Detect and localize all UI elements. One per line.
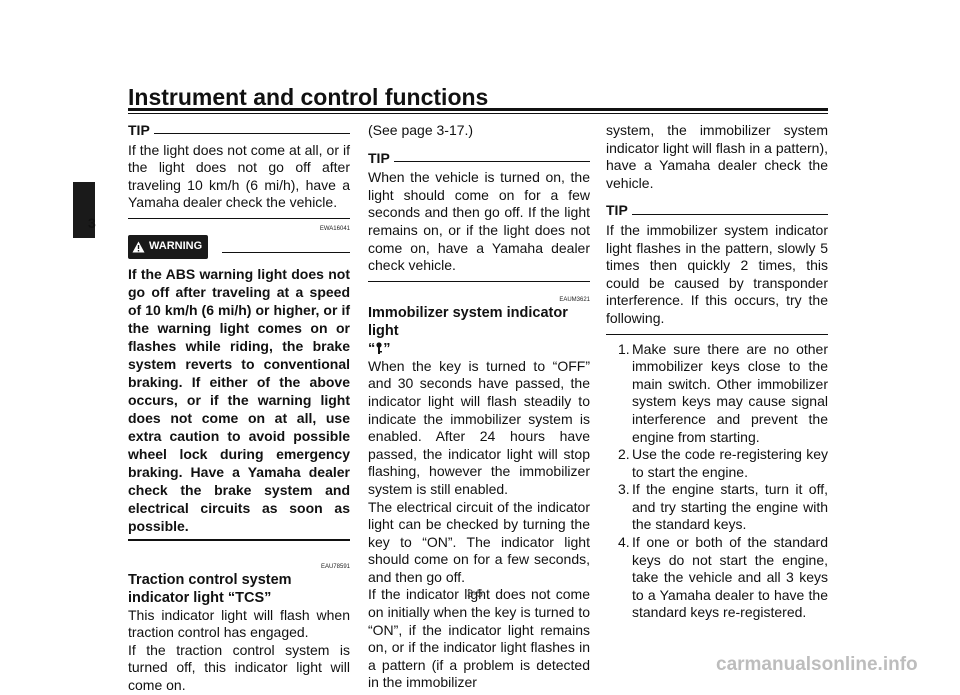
tip-label: TIP [128,122,150,138]
immobilizer-paragraph-continued: system, the immobilizer system indicator… [606,122,828,191]
tcs-paragraph-2: If the traction control system is turned… [128,641,350,693]
section-code: EAUM3621 [559,296,590,303]
tip-heading: TIP [606,202,828,220]
title-rule-thin [128,113,828,114]
warning-badge: WARNING [128,234,209,259]
warning-heading: WARNING [128,234,350,259]
column-middle: (See page 3-17.) TIP When the vehicle is… [368,122,590,692]
key-icon [376,342,383,354]
list-item: 1.Make sure there are no other immobiliz… [618,340,828,445]
list-item: 4.If one or both of the standard keys do… [618,534,828,621]
section-title-immobilizer: Immobilizer system indicator light “ ” [368,304,568,357]
tip-text: If the immobilizer system indicator ligh… [606,221,828,326]
watermark: carmanualsonline.info [716,654,918,675]
chapter-tab [73,182,95,238]
tip-label: TIP [606,202,628,219]
immobilizer-paragraph-3: If the indicator light does not come on … [368,586,590,691]
page-number: 3-5 [467,588,483,600]
tip-heading: TIP [128,122,350,140]
list-item: 3.If the engine starts, turn it off, and… [618,481,828,533]
warning-code: EWA16041 [319,225,350,232]
warning-text: If the ABS warning light does not go off… [128,265,350,534]
section-code: EAU78591 [320,563,350,570]
warning-end-rule [128,538,350,541]
steps-list: 1.Make sure there are no other immobiliz… [606,341,828,623]
tcs-paragraph-1: This indicator light will flash when tra… [128,606,350,641]
warning-label: WARNING [149,239,203,252]
column-left: TIP If the light does not come at all, o… [128,122,350,695]
title-rule-thick [128,108,828,111]
section-title-text: Immobilizer system indicator light [368,304,568,339]
section-title-tcs: Traction control system indicator light … [128,571,292,606]
chapter-number: 3 [88,215,96,231]
tip-end-rule [128,217,350,219]
tip-text: When the vehicle is turned on, the light… [368,169,590,274]
column-right: system, the immobilizer system indicator… [606,122,828,622]
tip-heading: TIP [368,150,590,168]
page-title: Instrument and control functions [128,84,489,110]
immobilizer-paragraph-2: The electrical circuit of the indicator … [368,498,590,585]
immobilizer-paragraph-1: When the key is turned to “OFF” and 30 s… [368,357,590,497]
tip-text: If the light does not come at all, or if… [128,141,350,211]
see-page-reference: (See page 3-17.) [368,122,474,138]
tip-label: TIP [368,149,390,166]
tip-end-rule [368,280,590,282]
warning-triangle-icon [132,241,145,253]
list-item: 2.Use the code re-registering key to sta… [618,446,828,480]
tip-end-rule [606,333,828,335]
